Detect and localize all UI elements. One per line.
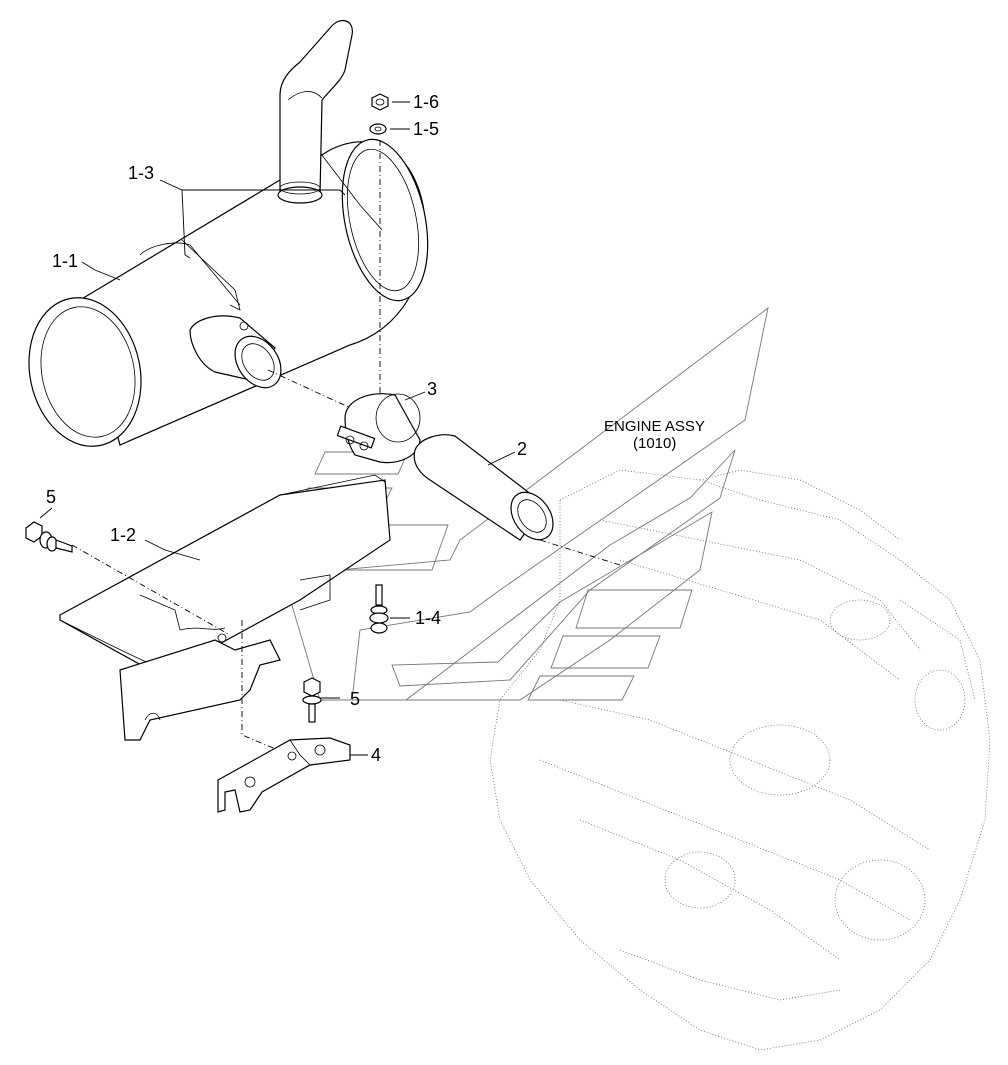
bolt-1-4 <box>369 584 410 634</box>
label-4: 4 <box>371 745 381 765</box>
label-1-2: 1-2 <box>110 525 136 545</box>
alignment-line-inlet <box>267 369 356 411</box>
bracket-4 <box>217 737 368 813</box>
exhaust-stack-pipe <box>277 19 353 204</box>
engine-assembly-outline <box>489 469 991 1051</box>
label-1-4: 1-4 <box>415 608 441 628</box>
muffler-body <box>28 138 429 447</box>
engine-assy-title: ENGINE ASSY <box>604 418 705 435</box>
nut-1-6 <box>371 93 410 111</box>
bolt-5-center <box>302 677 340 723</box>
label-1-1: 1-1 <box>52 251 78 271</box>
bolt-5-left <box>25 507 73 553</box>
label-1-3: 1-3 <box>128 163 154 183</box>
engine-assy-code: (1010) <box>633 435 676 452</box>
clamp-3 <box>336 391 426 464</box>
label-5-center: 5 <box>350 689 360 709</box>
heat-shield-1-2 <box>59 474 391 741</box>
label-1-5: 1-5 <box>413 119 439 139</box>
muffler-inlet <box>189 315 282 389</box>
label-2: 2 <box>517 439 527 459</box>
exhaust-pipe-2 <box>413 434 621 566</box>
exhaust-routing-overlay <box>275 306 769 701</box>
leaders-1-3 <box>159 179 346 259</box>
label-5-left: 5 <box>46 487 56 507</box>
leader-1-1 <box>81 261 121 281</box>
label-1-6: 1-6 <box>413 92 439 112</box>
alignment-line-bolt5 <box>71 544 231 636</box>
washer-1-5 <box>369 123 410 135</box>
label-3: 3 <box>427 379 437 399</box>
